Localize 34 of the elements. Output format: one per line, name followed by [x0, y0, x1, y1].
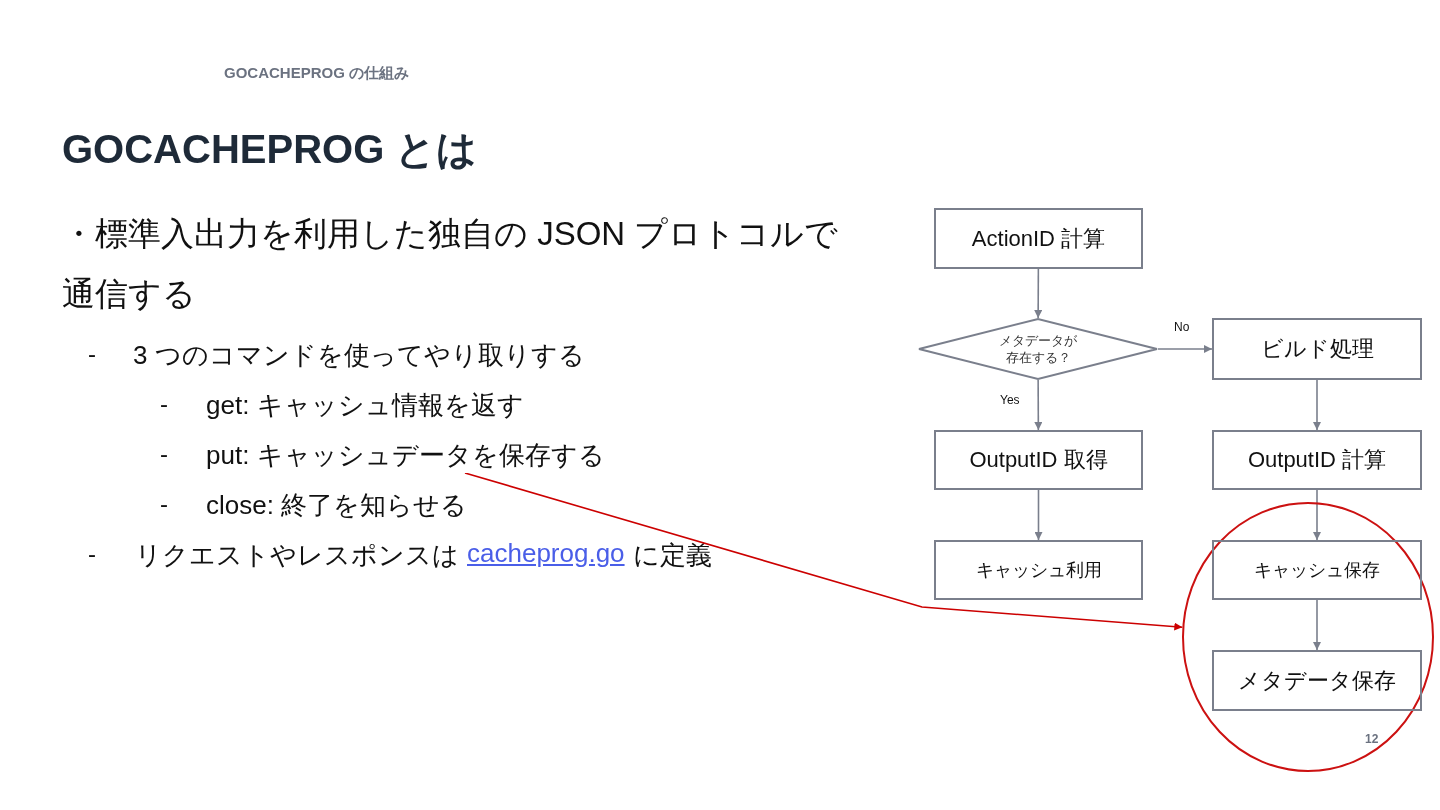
- process-box: [1212, 430, 1422, 490]
- box-label: キャッシュ保存: [1252, 558, 1382, 582]
- decision-diamond: [918, 318, 1158, 380]
- arrow: [1034, 379, 1043, 431]
- box-label: メタデータが存在する？: [998, 332, 1078, 366]
- arrow: [1157, 345, 1213, 353]
- process-box: [1212, 540, 1422, 600]
- slide-title: GOCACHEPROG とは: [62, 126, 478, 173]
- arrow: [1313, 599, 1321, 651]
- list-dash: -: [88, 540, 96, 568]
- list-item: に定義: [632, 539, 712, 572]
- arrow: [1034, 268, 1043, 319]
- page-number: 12: [1365, 732, 1379, 746]
- list-dash: -: [160, 440, 168, 468]
- process-box: [934, 540, 1143, 600]
- bullet-text: ・標準入出力を利用した独自の JSON プロトコルで通信する: [62, 214, 840, 314]
- arrow: [464, 472, 1184, 631]
- process-box: [1212, 318, 1422, 380]
- list-item: close: 終了を知らせる: [206, 489, 468, 522]
- edge-label: Yes: [998, 393, 1022, 407]
- list-dash: -: [160, 490, 168, 518]
- process-box: [1212, 650, 1422, 711]
- list-dash: -: [160, 390, 168, 418]
- arrow: [1313, 379, 1321, 431]
- process-box: [934, 208, 1143, 269]
- arrow: [1034, 489, 1043, 541]
- process-box: [934, 430, 1143, 490]
- list-item: 3 つのコマンドを使ってやり取りする: [133, 339, 585, 372]
- link: cacheprog.go: [467, 538, 625, 570]
- list-dash: -: [88, 340, 96, 368]
- edge-label: No: [1172, 320, 1192, 334]
- list-item: get: キャッシュ情報を返す: [206, 389, 524, 422]
- list-item: リクエストやレスポンスは: [135, 539, 459, 572]
- section-header: GOCACHEPROG の仕組み: [224, 64, 409, 83]
